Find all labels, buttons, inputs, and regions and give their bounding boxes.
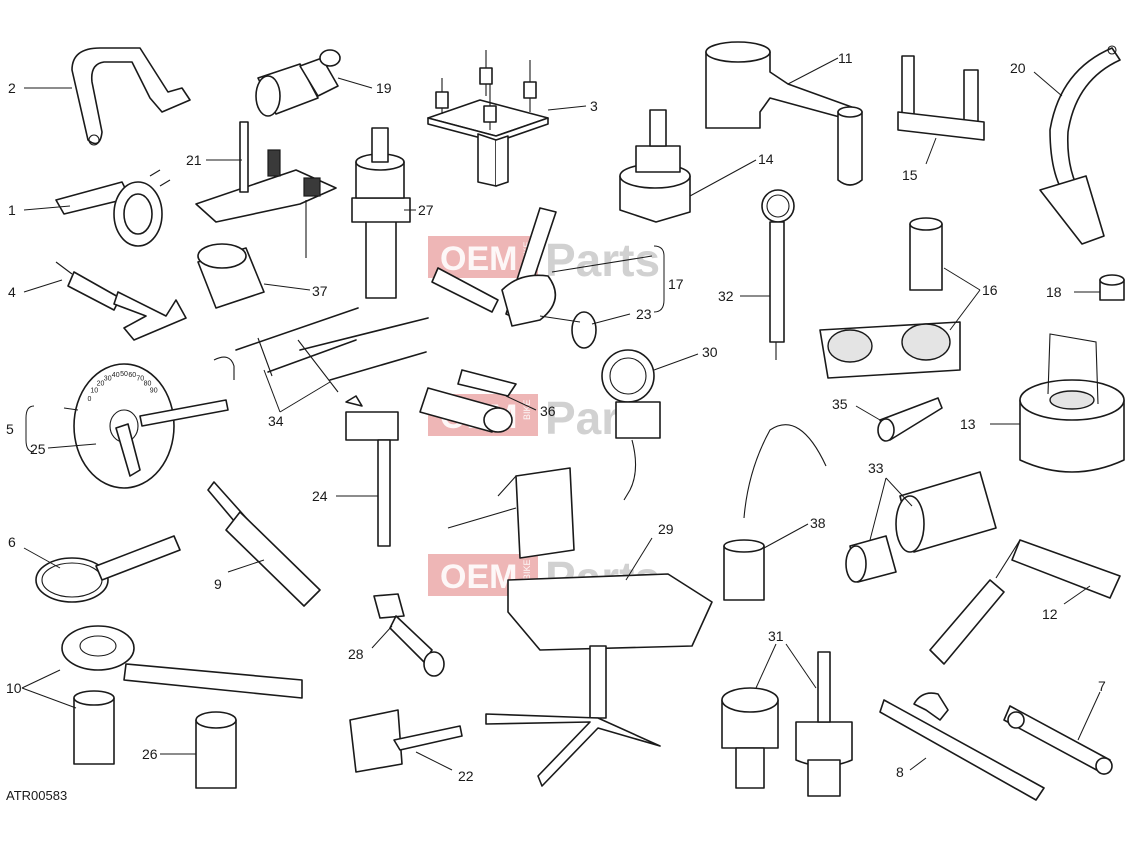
tool-31-drivers[interactable]: [721, 651, 853, 797]
tool-30-dial-indicator[interactable]: [601, 349, 661, 501]
protractor-scale-label: 70: [136, 375, 144, 382]
watermark-oem-text: OEM: [440, 558, 517, 596]
protractor-scale-label: 40: [112, 372, 120, 379]
tool-10-socket[interactable]: [73, 690, 115, 765]
tool-27-press-tool[interactable]: [351, 127, 411, 299]
tool-9-driver[interactable]: [207, 481, 321, 607]
tool-16-socket[interactable]: [909, 217, 943, 291]
tool-21-puller[interactable]: [195, 121, 337, 258]
tool-17-23-adjuster[interactable]: [431, 207, 597, 349]
protractor-scale-label: 0: [87, 396, 91, 403]
tool-29-engine-stand[interactable]: [447, 467, 713, 787]
callout-26[interactable]: 26: [142, 746, 158, 762]
tool-33-sockets[interactable]: [845, 471, 997, 583]
callout-19[interactable]: 19: [376, 80, 392, 96]
tool-7-pin-wrench[interactable]: [1003, 705, 1113, 775]
tool-6-strap-wrench[interactable]: [35, 535, 181, 603]
callout-25[interactable]: 25: [30, 441, 46, 457]
protractor-scale-label: 50: [120, 371, 128, 378]
tool-24-locating-pin[interactable]: [345, 395, 399, 547]
callout-14[interactable]: 14: [758, 151, 774, 167]
callout-5[interactable]: 5: [6, 421, 14, 437]
watermark-parts-text: Parts: [545, 234, 660, 286]
watermark-bike-text: BIKE: [522, 399, 532, 420]
callout-37[interactable]: 37: [312, 283, 328, 299]
protractor-scale-label: 10: [90, 388, 98, 395]
tool-20-curved-arm[interactable]: [1039, 45, 1121, 245]
watermark-bike-text: BIKE: [522, 559, 532, 580]
tool-11-holding-arm[interactable]: [705, 41, 863, 186]
tool-37-pin-socket[interactable]: [197, 243, 265, 309]
diagram-code-label: ATR00583: [6, 788, 67, 803]
callout-11[interactable]: 11: [838, 50, 853, 66]
callout-18[interactable]: 18: [1046, 284, 1062, 300]
leader-lines: [21, 57, 1101, 771]
tool-8-hook-wrench[interactable]: [879, 692, 1045, 801]
tool-32-gauge-rod[interactable]: [761, 189, 795, 360]
callout-17[interactable]: 17: [668, 276, 684, 292]
callout-3[interactable]: 3: [590, 98, 598, 114]
tool-12-ratchet[interactable]: [929, 539, 1121, 665]
callout-7[interactable]: 7: [1098, 678, 1106, 694]
callout-numbers: 2 1 4 5 25 6 10 26 9 21 19 37 27 3 11 14…: [6, 50, 1106, 784]
tool-18-nut[interactable]: [1099, 274, 1125, 301]
callout-28[interactable]: 28: [348, 646, 364, 662]
tool-15-bracket[interactable]: [897, 55, 985, 141]
watermark-1: OEM BIKE Parts: [428, 234, 660, 286]
tool-4-t-handle[interactable]: [55, 261, 187, 341]
protractor-scale-label: 90: [150, 388, 158, 395]
tool-2-crank-handle[interactable]: [71, 47, 191, 146]
protractor-scale-label: 20: [97, 381, 105, 388]
callout-16[interactable]: 16: [982, 282, 998, 298]
tool-10-nut-wrench[interactable]: [61, 625, 303, 699]
tool-28-bracket-tool[interactable]: [373, 593, 445, 677]
callout-8[interactable]: 8: [896, 764, 904, 780]
watermark-oem-text: OEM: [440, 240, 517, 278]
tool-38-bottle[interactable]: [723, 424, 827, 601]
callout-1[interactable]: 1: [8, 202, 16, 218]
tool-14-adapter[interactable]: [619, 109, 691, 223]
callout-20[interactable]: 20: [1010, 60, 1026, 76]
callout-10[interactable]: 10: [6, 680, 22, 696]
callout-27[interactable]: 27: [418, 202, 434, 218]
callout-32[interactable]: 32: [718, 288, 734, 304]
tool-16-holder-plate[interactable]: [819, 321, 961, 379]
callout-2[interactable]: 2: [8, 80, 16, 96]
tool-19-socket-adapter[interactable]: [255, 49, 341, 117]
callout-36[interactable]: 36: [540, 403, 556, 419]
tool-13-cup-tool[interactable]: [1019, 333, 1125, 473]
protractor-scale-label: 80: [144, 381, 152, 388]
callout-9[interactable]: 9: [214, 576, 222, 592]
protractor-scale-label: 60: [128, 372, 136, 379]
tool-22-puller[interactable]: [349, 709, 463, 773]
tool-1-lock-plate[interactable]: [55, 169, 171, 247]
tool-35-cone[interactable]: [877, 397, 943, 442]
protractor-scale-label: 30: [104, 375, 112, 382]
tool-34-fork-gauges[interactable]: [213, 307, 429, 393]
tool-36-sleeve[interactable]: [419, 369, 517, 433]
callout-21[interactable]: 21: [186, 152, 202, 168]
callout-38[interactable]: 38: [810, 515, 826, 531]
callout-29[interactable]: 29: [658, 521, 674, 537]
callout-13[interactable]: 13: [960, 416, 976, 432]
callout-24[interactable]: 24: [312, 488, 328, 504]
callout-31[interactable]: 31: [768, 628, 784, 644]
callout-22[interactable]: 22: [458, 768, 474, 784]
callout-12[interactable]: 12: [1042, 606, 1058, 622]
callout-15[interactable]: 15: [902, 167, 918, 183]
callout-33[interactable]: 33: [868, 460, 884, 476]
callout-23[interactable]: 23: [636, 306, 652, 322]
tool-3-pin-plate[interactable]: [427, 50, 549, 187]
callout-34[interactable]: 34: [268, 413, 284, 429]
callout-35[interactable]: 35: [832, 396, 848, 412]
callout-6[interactable]: 6: [8, 534, 16, 550]
tool-26-sleeve[interactable]: [195, 711, 237, 789]
callout-4[interactable]: 4: [8, 284, 16, 300]
callout-30[interactable]: 30: [702, 344, 718, 360]
